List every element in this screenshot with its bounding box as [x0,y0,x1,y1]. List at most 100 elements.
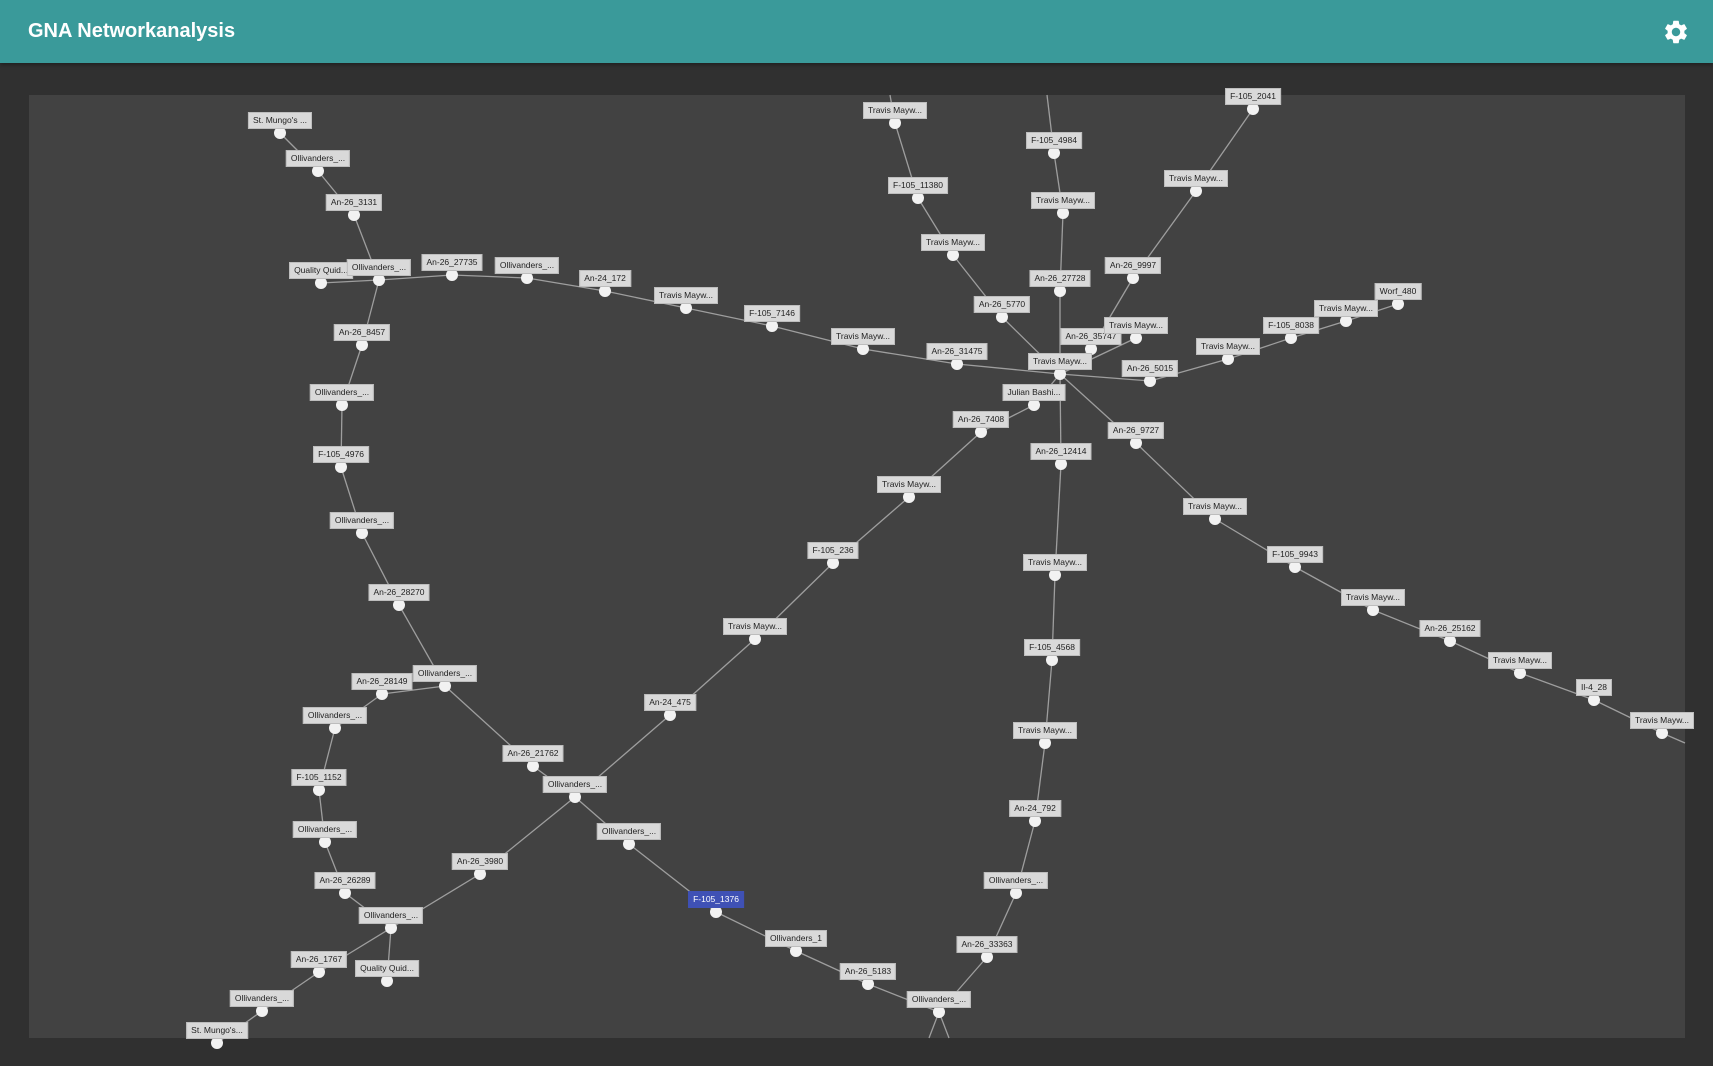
graph-node-dot[interactable] [527,760,539,772]
graph-node-label[interactable]: F-105_2041 [1225,88,1281,105]
graph-node-dot[interactable] [1209,513,1221,525]
graph-node-label[interactable]: Il-4_28 [1576,679,1612,696]
graph-node-dot[interactable] [1049,569,1061,581]
graph-node-dot[interactable] [790,945,802,957]
graph-node-dot[interactable] [951,358,963,370]
graph-node-dot[interactable] [1127,272,1139,284]
graph-node-label[interactable]: Ollivanders_... [229,990,295,1007]
graph-node-label[interactable]: Ollivanders_... [358,907,424,924]
graph-node-dot[interactable] [1028,399,1040,411]
graph-node-label[interactable]: Travis Mayw... [1104,317,1168,334]
graph-node-dot[interactable] [996,311,1008,323]
graph-node-label[interactable]: Ollivanders_... [309,384,375,401]
graph-node-dot[interactable] [664,709,676,721]
graph-node-dot[interactable] [1367,604,1379,616]
graph-node-dot[interactable] [1656,727,1668,739]
graph-node-label[interactable]: An-26_7408 [952,411,1010,428]
graph-node-label[interactable]: An-26_3131 [325,194,383,211]
graph-node-dot[interactable] [903,491,915,503]
graph-node-label[interactable]: An-26_26289 [314,872,376,889]
graph-node-dot[interactable] [1046,654,1058,666]
graph-node-label[interactable]: Quality Quid... [289,262,353,279]
graph-node-dot[interactable] [889,117,901,129]
graph-node-dot[interactable] [912,192,924,204]
graph-node-label[interactable]: Ollivanders_... [596,823,662,840]
graph-node-dot[interactable] [393,599,405,611]
graph-node-dot[interactable] [319,836,331,848]
graph-node-label[interactable]: Travis Mayw... [1196,338,1260,355]
graph-node-label[interactable]: An-24_792 [1009,800,1061,817]
graph-node-label[interactable]: An-26_8457 [333,324,391,341]
graph-node-dot[interactable] [569,791,581,803]
graph-node-dot[interactable] [315,277,327,289]
graph-node-dot[interactable] [827,557,839,569]
graph-node-dot[interactable] [336,399,348,411]
graph-node-label[interactable]: Ollivanders_... [292,821,358,838]
graph-node-label[interactable]: An-26_28270 [368,584,430,601]
graph-node-label[interactable]: Travis Mayw... [921,234,985,251]
graph-node-label[interactable]: Travis Mayw... [1164,170,1228,187]
graph-node-dot[interactable] [1055,458,1067,470]
graph-node-label[interactable]: St. Mungo's ... [247,112,313,129]
graph-node-label[interactable]: An-26_5770 [973,296,1031,313]
graph-node-label[interactable]: F-105_4976 [313,446,369,463]
graph-node-label[interactable]: Travis Mayw... [1314,300,1378,317]
graph-node-dot[interactable] [439,680,451,692]
graph-node-dot[interactable] [680,302,692,314]
graph-node-label[interactable]: An-26_27735 [421,254,483,271]
gear-icon[interactable] [1662,18,1690,46]
graph-node-label[interactable]: An-24_475 [644,694,696,711]
graph-node-dot[interactable] [1130,437,1142,449]
graph-node-label[interactable]: Travis Mayw... [863,102,927,119]
graph-node-dot[interactable] [256,1005,268,1017]
graph-node-label[interactable]: An-26_3980 [451,853,509,870]
graph-node-label[interactable]: An-26_31475 [926,343,988,360]
graph-node-label[interactable]: Travis Mayw... [877,476,941,493]
graph-node-label[interactable]: An-26_21762 [502,745,564,762]
graph-node-dot[interactable] [313,966,325,978]
graph-node-label[interactable]: F-105_7146 [744,305,800,322]
graph-node-dot[interactable] [1039,737,1051,749]
graph-node-dot[interactable] [335,461,347,473]
graph-node-label-selected[interactable]: F-105_1376 [688,891,744,908]
graph-node-dot[interactable] [862,978,874,990]
graph-node-label[interactable]: An-26_1767 [290,951,348,968]
graph-node-label[interactable]: F-105_236 [807,542,859,559]
graph-node-label[interactable]: Quality Quid... [355,960,419,977]
graph-node-dot[interactable] [521,272,533,284]
graph-node-label[interactable]: An-26_9997 [1104,257,1162,274]
graph-node-dot[interactable] [339,887,351,899]
graph-node-dot[interactable] [975,426,987,438]
graph-node-label[interactable]: An-26_27728 [1029,270,1091,287]
graph-node-label[interactable]: Travis Mayw... [1488,652,1552,669]
graph-node-label[interactable]: F-105_4984 [1026,132,1082,149]
graph-node-label[interactable]: Ollivanders_... [302,707,368,724]
graph-node-label[interactable]: An-26_5015 [1121,360,1179,377]
graph-node-label[interactable]: Worf_480 [1374,283,1422,300]
graph-node-label[interactable]: Ollivanders_... [412,665,478,682]
graph-node-dot[interactable] [1144,375,1156,387]
graph-node-dot[interactable] [313,784,325,796]
graph-node-dot[interactable] [1010,887,1022,899]
graph-node-label[interactable]: Travis Mayw... [831,328,895,345]
graph-node-dot[interactable] [981,951,993,963]
graph-node-label[interactable]: An-26_25162 [1419,620,1481,637]
graph-node-dot[interactable] [274,127,286,139]
graph-node-dot[interactable] [766,320,778,332]
graph-node-dot[interactable] [623,838,635,850]
graph-node-label[interactable]: F-105_8038 [1263,317,1319,334]
graph-node-dot[interactable] [1057,207,1069,219]
graph-node-label[interactable]: Ollivanders_... [346,259,412,276]
graph-node-dot[interactable] [1289,561,1301,573]
graph-node-dot[interactable] [1588,694,1600,706]
graph-node-dot[interactable] [1285,332,1297,344]
graph-node-label[interactable]: F-105_1152 [291,769,347,786]
graph-node-dot[interactable] [312,165,324,177]
graph-node-label[interactable]: An-26_28149 [351,673,413,690]
graph-node-label[interactable]: Ollivanders_... [542,776,608,793]
graph-node-label[interactable]: Travis Mayw... [1013,722,1077,739]
graph-node-dot[interactable] [446,269,458,281]
graph-node-label[interactable]: Julian Bashi... [1002,384,1066,401]
graph-node-dot[interactable] [1048,147,1060,159]
